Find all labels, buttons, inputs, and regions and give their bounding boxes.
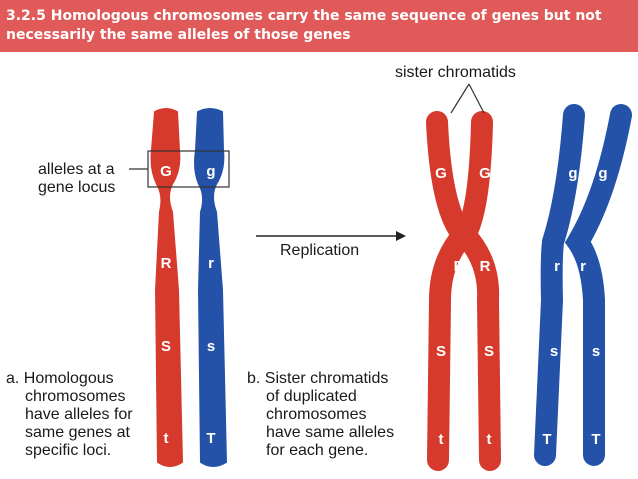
caption-line: for each gene. — [266, 442, 369, 459]
blue-chromatid-left — [534, 104, 585, 466]
allele-red: S — [161, 338, 171, 355]
sister-pointer-right — [468, 83, 485, 114]
caption-line: have alleles for — [25, 406, 133, 423]
allele-blue: s — [550, 343, 558, 360]
caption-line: same genes at — [25, 424, 130, 441]
label-line: gene locus — [38, 179, 116, 196]
allele-blue: g — [568, 165, 577, 182]
allele-blue: s — [592, 343, 600, 360]
sister-pointer-left — [450, 83, 470, 114]
allele-red: t — [164, 430, 169, 447]
caption-line: chromosomes — [25, 388, 126, 405]
allele-blue: r — [580, 258, 586, 275]
allele-red: G — [160, 163, 172, 180]
caption-a: a. Homologous chromosomes have alleles f… — [6, 370, 133, 460]
label-sister-chromatids: sister chromatids — [395, 64, 516, 81]
allele-red: R — [161, 255, 172, 272]
allele-red: G — [479, 165, 491, 182]
allele-red: R — [480, 258, 491, 275]
replication-arrow — [256, 231, 406, 241]
caption-line: chromosomes — [266, 406, 367, 423]
allele-blue: g — [206, 163, 215, 180]
caption-line: of duplicated — [266, 388, 357, 405]
label-line: alleles at a — [38, 161, 115, 178]
homologous-pair-a — [129, 108, 230, 467]
allele-red: G — [435, 165, 447, 182]
allele-blue: r — [554, 258, 560, 275]
allele-red: t — [439, 431, 444, 448]
caption-line: have same alleles — [266, 424, 395, 441]
allele-blue: T — [542, 431, 551, 448]
label-replication: Replication — [280, 242, 360, 259]
allele-blue: r — [208, 255, 214, 272]
allele-blue: s — [207, 338, 215, 355]
caption-line: a. Homologous — [6, 370, 114, 387]
allele-red: S — [484, 343, 494, 360]
allele-red: R — [454, 258, 465, 275]
allele-blue: g — [598, 165, 607, 182]
duplicated-pair-b — [426, 83, 632, 471]
allele-red: t — [487, 431, 492, 448]
red-chromosome — [150, 108, 184, 467]
slide-title: 3.2.5 Homologous chromosomes carry the s… — [6, 8, 602, 43]
caption-line: b. Sister chromatids — [247, 370, 389, 387]
red-chromatid-right — [451, 111, 501, 471]
allele-red: S — [436, 343, 446, 360]
allele-blue: T — [591, 431, 600, 448]
caption-b: b. Sister chromatids of duplicated chrom… — [247, 370, 394, 460]
allele-blue: T — [206, 430, 215, 447]
blue-chromatid-right — [564, 104, 632, 466]
blue-chromosome — [194, 108, 228, 467]
label-alleles-at-locus: alleles at a gene locus — [38, 161, 115, 197]
header-banner: 3.2.5 Homologous chromosomes carry the s… — [0, 0, 638, 52]
caption-line: specific loci. — [25, 442, 112, 459]
